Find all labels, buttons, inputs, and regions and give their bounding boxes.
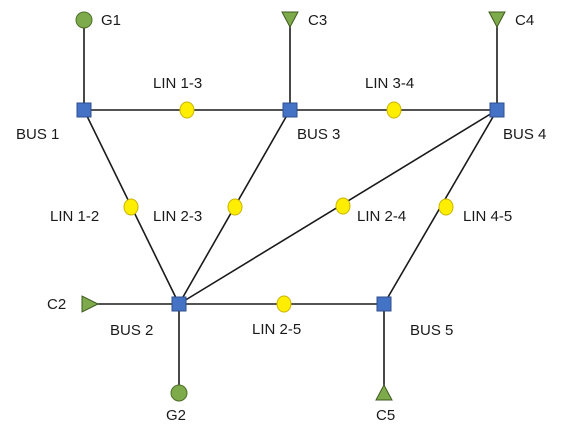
bus-2-node[interactable] bbox=[171, 296, 187, 312]
load-c3-label: C3 bbox=[308, 12, 327, 29]
load-c5-icon[interactable] bbox=[375, 383, 393, 401]
lin-4-5-label: LIN 4-5 bbox=[463, 208, 512, 225]
bus-2-label: BUS 2 bbox=[110, 322, 153, 339]
bus-5-label: BUS 5 bbox=[410, 322, 453, 339]
buses bbox=[76, 102, 505, 312]
lin-3-4-label: LIN 3-4 bbox=[365, 75, 414, 92]
generator-g1-label: G1 bbox=[101, 12, 121, 29]
generator-g1-icon[interactable] bbox=[75, 11, 93, 29]
load-c4-icon[interactable] bbox=[488, 11, 506, 29]
generator-g2-icon[interactable] bbox=[170, 384, 188, 402]
lin-1-3-label: LIN 1-3 bbox=[153, 75, 202, 92]
labels: G1 G2 C3 C4 C2 C5 BUS 1 BUS 3 BUS 4 BUS … bbox=[16, 12, 546, 424]
line-markers bbox=[123, 101, 454, 313]
bus-4-label: BUS 4 bbox=[503, 126, 546, 143]
lin-1-2-marker[interactable] bbox=[123, 198, 139, 216]
lin-2-5-label: LIN 2-5 bbox=[252, 321, 301, 338]
lin-3-4-marker[interactable] bbox=[386, 101, 402, 119]
lin-1-3-marker[interactable] bbox=[179, 101, 195, 119]
generators bbox=[75, 11, 188, 402]
bus-3-label: BUS 3 bbox=[297, 126, 340, 143]
generator-g2-label: G2 bbox=[166, 407, 186, 424]
lin-4-5-marker[interactable] bbox=[438, 198, 454, 216]
load-c3-icon[interactable] bbox=[281, 11, 299, 29]
lin-2-5-marker[interactable] bbox=[276, 295, 292, 313]
bus-5-node[interactable] bbox=[376, 296, 392, 312]
lin-2-4-marker[interactable] bbox=[335, 197, 351, 215]
lin-1-2-label: LIN 1-2 bbox=[50, 208, 99, 225]
load-c4-label: C4 bbox=[515, 12, 534, 29]
bus-1-node[interactable] bbox=[76, 102, 92, 118]
bus-4-node[interactable] bbox=[489, 102, 505, 118]
bus-1-label: BUS 1 bbox=[16, 126, 59, 143]
bus-3-node[interactable] bbox=[282, 102, 298, 118]
load-c5-label: C5 bbox=[376, 407, 395, 424]
load-c2-label: C2 bbox=[47, 296, 66, 313]
lin-2-3-marker[interactable] bbox=[227, 198, 243, 216]
load-c2-icon[interactable] bbox=[81, 295, 100, 313]
lin-2-4-label: LIN 2-4 bbox=[357, 208, 406, 225]
loads bbox=[81, 11, 506, 401]
lin-2-3-label: LIN 2-3 bbox=[153, 208, 202, 225]
